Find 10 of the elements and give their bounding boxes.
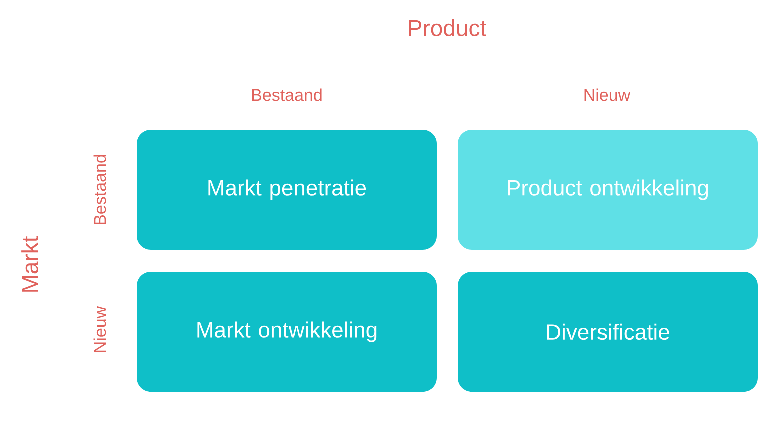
axis-label: Bestaand — [252, 88, 322, 102]
strategy-box: Product ontwikkeling — [458, 130, 758, 250]
axis-label: Nieuw — [584, 88, 631, 102]
axis-title: Markt — [22, 236, 38, 292]
axis-label: Nieuw — [94, 306, 106, 352]
strategy-box: Diversificatie — [458, 272, 758, 392]
strategy-box: Markt ontwikkeling — [137, 272, 437, 392]
strategy-box: Markt penetratie — [137, 130, 437, 250]
axis-label: Bestaand — [94, 155, 106, 225]
axis-title: Product — [409, 20, 486, 36]
